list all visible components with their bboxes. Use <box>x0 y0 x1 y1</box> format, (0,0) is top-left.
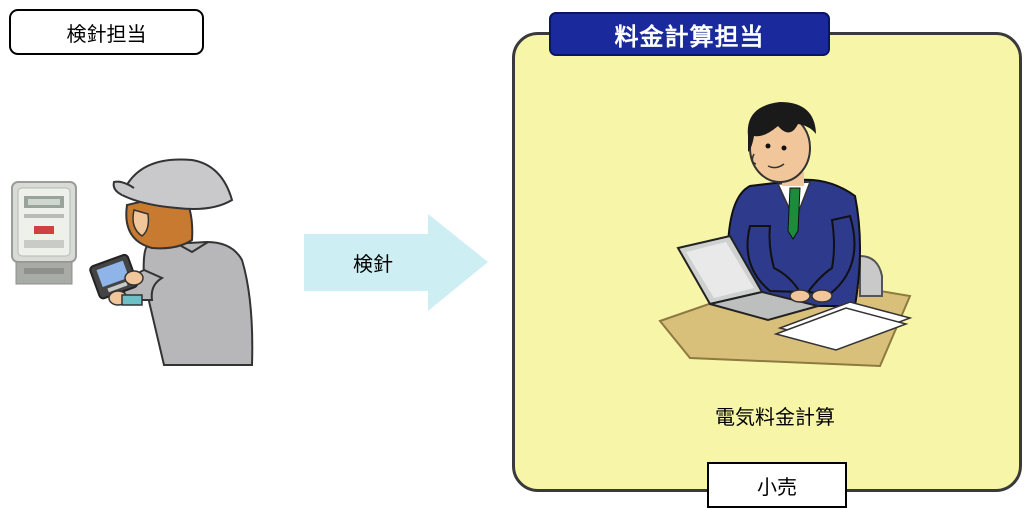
meter-reader-worker-icon <box>89 158 254 366</box>
arrow-label: 検針 <box>353 251 393 276</box>
office-worker-laptop-icon <box>658 102 913 368</box>
meter-reader-label: 検針担当 <box>9 9 204 55</box>
right-arrow-icon <box>304 214 488 311</box>
retail-label-box: 小売 <box>707 462 847 508</box>
electric-meter-icon <box>11 181 77 285</box>
billing-task-label: 電気料金計算 <box>715 404 835 429</box>
billing-panel-title: 料金計算担当 <box>549 12 830 56</box>
